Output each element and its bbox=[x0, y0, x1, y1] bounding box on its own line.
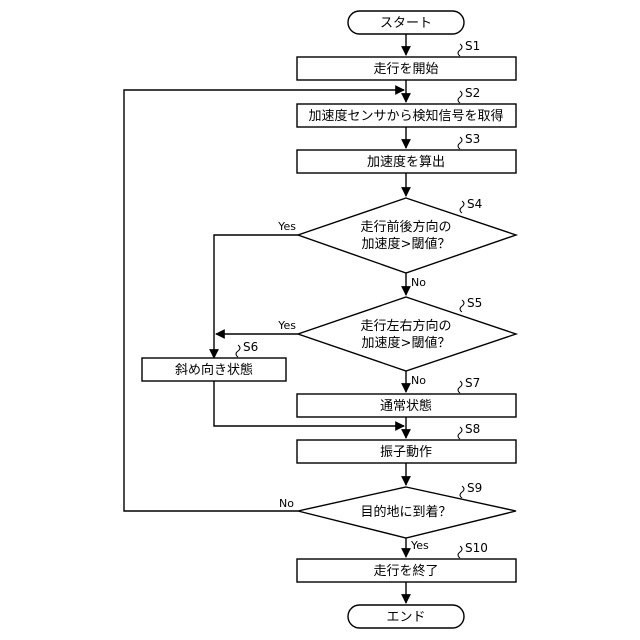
start-terminal: スタート bbox=[348, 11, 464, 34]
end-label: エンド bbox=[386, 610, 425, 625]
step-s1: 走行を開始 bbox=[297, 57, 516, 80]
decision-s9: 目的地に到着？ bbox=[298, 487, 516, 538]
s4-leader bbox=[460, 201, 464, 213]
s5-no-label: No bbox=[411, 374, 426, 387]
s1-leader bbox=[458, 44, 462, 56]
decision-s5-line1: 走行左右方向の bbox=[360, 318, 451, 334]
s5-id: S5 bbox=[467, 296, 482, 310]
s4-yes-label: Yes bbox=[277, 220, 296, 233]
step-s3-text: 加速度を算出 bbox=[367, 154, 445, 170]
step-s3: 加速度を算出 bbox=[297, 150, 516, 173]
s7-leader bbox=[458, 381, 462, 393]
step-s6-text: 斜め向き状態 bbox=[175, 362, 253, 378]
s9-leader bbox=[460, 486, 464, 498]
step-s8: 振子動作 bbox=[297, 440, 516, 463]
decision-s4: 走行前後方向の 加速度>閾値？ bbox=[298, 198, 516, 273]
s7-id: S7 bbox=[465, 376, 480, 390]
s6-leader bbox=[236, 345, 240, 357]
step-s10: 走行を終了 bbox=[297, 559, 516, 582]
s8-id: S8 bbox=[465, 422, 480, 436]
step-s6: 斜め向き状態 bbox=[142, 358, 286, 381]
s8-leader bbox=[458, 427, 462, 439]
step-s8-text: 振子動作 bbox=[380, 445, 432, 460]
decision-s5-line2: 加速度>閾値？ bbox=[362, 335, 451, 351]
step-s2: 加速度センサから検知信号を取得 bbox=[297, 104, 516, 127]
start-label: スタート bbox=[380, 16, 432, 31]
s9-no-label: No bbox=[279, 497, 294, 510]
decision-s4-line1: 走行前後方向の bbox=[360, 219, 451, 235]
step-s2-text: 加速度センサから検知信号を取得 bbox=[308, 108, 503, 124]
decision-s5: 走行左右方向の 加速度>閾値？ bbox=[298, 297, 516, 371]
s4-id: S4 bbox=[467, 197, 482, 211]
s5-leader bbox=[460, 300, 464, 312]
s1-id: S1 bbox=[465, 39, 480, 53]
s10-leader bbox=[458, 546, 462, 558]
decision-s9-text: 目的地に到着？ bbox=[360, 504, 451, 520]
s5-yes-label: Yes bbox=[277, 319, 296, 332]
s3-id: S3 bbox=[465, 132, 480, 146]
s6-id: S6 bbox=[243, 340, 258, 354]
s9-id: S9 bbox=[467, 481, 482, 495]
s4-no-label: No bbox=[411, 276, 426, 289]
s2-leader bbox=[458, 91, 462, 103]
step-s7-text: 通常状態 bbox=[380, 398, 432, 414]
step-s10-text: 走行を終了 bbox=[373, 563, 438, 579]
decision-s4-line2: 加速度>閾値？ bbox=[362, 236, 451, 252]
s10-id: S10 bbox=[465, 541, 488, 555]
s3-leader bbox=[458, 137, 462, 149]
step-s7: 通常状態 bbox=[297, 394, 516, 417]
step-s1-text: 走行を開始 bbox=[373, 62, 438, 77]
s2-id: S2 bbox=[465, 86, 480, 100]
end-terminal: エンド bbox=[348, 605, 464, 628]
s9-yes-label: Yes bbox=[410, 539, 429, 552]
